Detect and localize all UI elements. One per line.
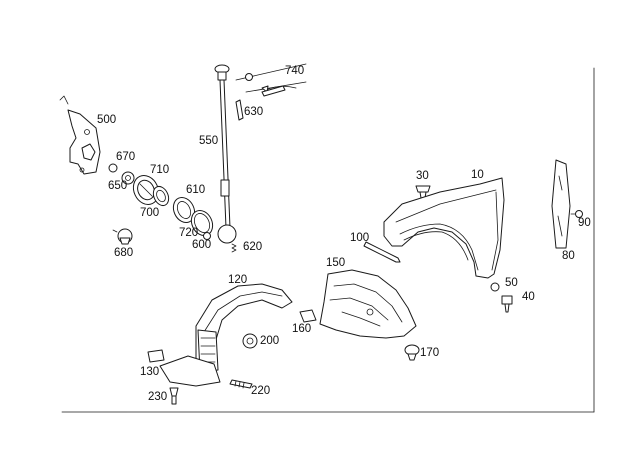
part-10-fender: [383, 177, 505, 279]
part-220-pin: [229, 379, 253, 389]
callout-650: 650: [108, 180, 128, 192]
callout-220: 220: [251, 385, 271, 397]
part-670-ring: [108, 163, 118, 173]
part-650-washer: [121, 171, 135, 185]
part-500-bracket: [59, 95, 101, 175]
part-600-nut: [203, 232, 211, 240]
part-630-clip: [235, 99, 244, 121]
part-40-bolt: [501, 295, 513, 313]
callout-40: 40: [522, 291, 535, 303]
part-710-cap: [152, 185, 170, 207]
callout-50: 50: [505, 277, 518, 289]
callout-680: 680: [114, 247, 134, 259]
callout-90: 90: [578, 217, 591, 229]
callout-500: 500: [97, 114, 117, 126]
part-200-grommet: [242, 333, 258, 349]
callout-740: 740: [285, 65, 305, 77]
part-170-clip: [404, 344, 420, 361]
callout-600: 600: [192, 239, 212, 251]
callout-30: 30: [416, 170, 429, 182]
callout-130: 130: [140, 366, 160, 378]
callout-620: 620: [243, 241, 263, 253]
callout-700: 700: [140, 207, 160, 219]
callout-670: 670: [116, 151, 136, 163]
part-80-bracket: [551, 159, 571, 249]
part-230-rivet: [169, 387, 179, 405]
callout-200: 200: [260, 335, 280, 347]
callout-100: 100: [350, 232, 370, 244]
callout-610: 610: [186, 184, 206, 196]
callout-630: 630: [244, 106, 264, 118]
part-90-screw: [570, 210, 583, 218]
part-610-ring: [172, 196, 196, 224]
part-550-rod: [214, 64, 237, 244]
part-120-liner: [159, 283, 293, 387]
part-620-spring: [231, 243, 237, 253]
callout-120: 120: [228, 274, 248, 286]
callout-80: 80: [562, 250, 575, 262]
detail-740-inset: [235, 63, 307, 97]
callout-710: 710: [150, 164, 170, 176]
part-680-plug: [112, 228, 133, 245]
callout-10: 10: [471, 169, 484, 181]
part-50-cap: [490, 282, 500, 292]
part-150-liner: [319, 269, 417, 339]
part-130-clip: [147, 349, 165, 363]
callout-170: 170: [420, 347, 440, 359]
callout-230: 230: [148, 391, 168, 403]
part-160-clip: [299, 309, 317, 323]
callout-550: 550: [199, 135, 219, 147]
callout-160: 160: [292, 323, 312, 335]
part-100-strip: [363, 241, 401, 263]
callout-720: 720: [179, 227, 199, 239]
callout-150: 150: [326, 257, 346, 269]
part-700-socket: [132, 174, 160, 206]
